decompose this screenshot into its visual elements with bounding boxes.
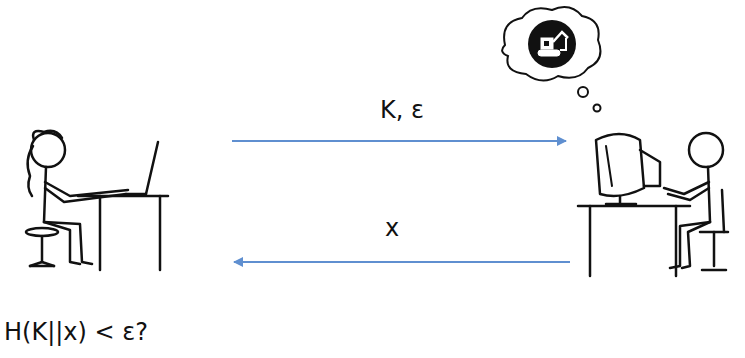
message-label: x (385, 214, 399, 243)
request-arrow (232, 140, 566, 142)
response-arrow (234, 261, 570, 263)
condition-text: H(K||x) < ε? (4, 318, 148, 347)
message-label: K, ε (380, 96, 424, 125)
left-person (26, 131, 168, 270)
thought-bubble (502, 7, 600, 111)
right-person (578, 133, 728, 276)
